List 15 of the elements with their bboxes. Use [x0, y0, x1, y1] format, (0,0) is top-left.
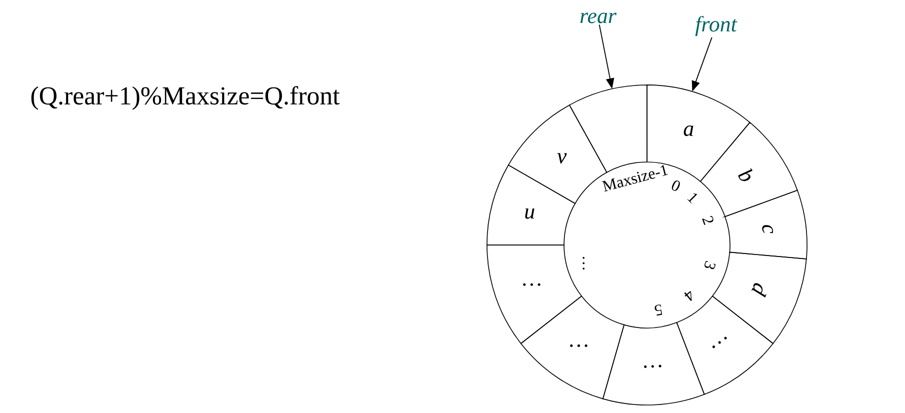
index-label: 2	[702, 216, 714, 226]
pointer-label: front	[695, 16, 738, 36]
index-label: 1	[687, 193, 698, 204]
index-label: 0	[672, 180, 680, 191]
formula-text: (Q.rear+1)%Maxsize=Q.front	[31, 86, 340, 110]
index-label: 5	[654, 304, 662, 316]
index-label: …	[582, 256, 585, 270]
queue-cell: u	[486, 164, 576, 246]
pointer-label: rear	[580, 12, 617, 24]
queue-cell: c	[724, 190, 808, 260]
index-label: Maxsize-1	[602, 164, 668, 192]
queue-cell: …	[520, 296, 625, 400]
queue-cell: …	[602, 322, 705, 406]
queue-cell: …	[486, 244, 582, 344]
queue-cell: b	[700, 122, 798, 218]
